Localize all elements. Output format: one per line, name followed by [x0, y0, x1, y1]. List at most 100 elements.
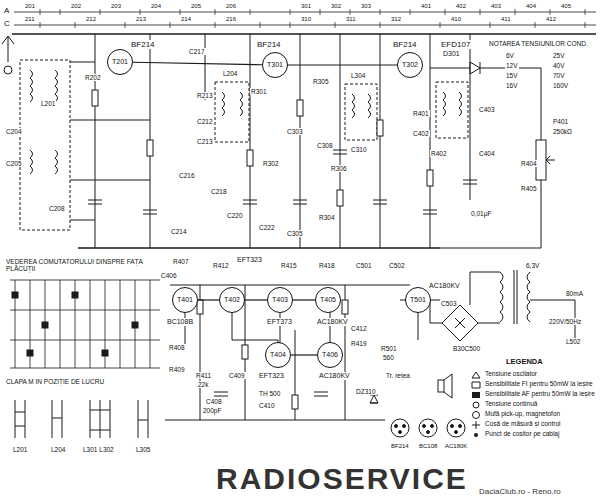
bridge-label: B30C500: [452, 345, 481, 352]
part-label: C310: [350, 146, 368, 153]
scale-number: 203: [110, 3, 122, 10]
legend-panel: Tensiune oscilatorSensibilitate FI pentr…: [470, 370, 596, 440]
scale-number: 403: [490, 3, 502, 10]
part-label: L304: [350, 72, 366, 79]
part-label: C404: [478, 150, 496, 157]
mains-note: 220V/50Hz: [548, 318, 582, 325]
scale-number: 214: [180, 16, 192, 23]
part-label: C503: [440, 300, 458, 307]
part-label: R401: [412, 110, 430, 117]
part-label: C412: [350, 325, 368, 332]
part-label: R304: [318, 214, 336, 221]
scale-number: 303: [360, 3, 372, 10]
scale-number: 312: [390, 16, 402, 23]
transistor-name: T401: [177, 296, 193, 304]
part-label: C218: [210, 188, 228, 195]
transistor-symbol: T201: [107, 49, 133, 75]
coil-label: L201: [12, 446, 28, 453]
legend-text: Mufă pick-up, magnetofon: [485, 410, 560, 417]
part-label: R409: [168, 366, 186, 373]
scale-number: 302: [330, 3, 342, 10]
part-label: C406: [160, 272, 178, 279]
part-value: 200pF: [202, 407, 222, 414]
voltage-note: 25V: [552, 52, 566, 59]
transistor-name: T403: [272, 296, 288, 304]
legend-symbol: [470, 431, 482, 439]
part-label: DZ310: [355, 388, 377, 395]
part-label: R305: [312, 78, 330, 85]
part-label: P401: [552, 118, 569, 125]
legend-symbol: [470, 411, 482, 419]
part-label: C402: [412, 130, 430, 137]
scale-number: 213: [135, 16, 147, 23]
scale-number: 202: [70, 3, 82, 10]
part-label: C220: [226, 212, 244, 219]
part-label: C502: [388, 262, 406, 269]
coil-label: L204: [50, 446, 66, 453]
part-label: R202: [84, 74, 102, 81]
wire-connector: [198, 299, 219, 300]
part-label: R301: [250, 88, 268, 95]
note-heading: NOTAREA TENSIUNILOR COND.: [488, 40, 589, 47]
transistor-type: EFT323: [236, 256, 263, 264]
key-position-note: CLAPA M IN POZIȚIE DE LUCRU: [5, 378, 117, 385]
scale-number: 205: [190, 3, 202, 10]
scale-number: 301: [300, 3, 312, 10]
part-label: R405: [520, 185, 538, 192]
scale-number: 206: [225, 3, 237, 10]
part-label: R412: [212, 262, 230, 269]
scale-number: 201: [24, 3, 36, 10]
part-label: C222: [258, 224, 276, 231]
scale-number: 405: [560, 3, 572, 10]
scale-number: 412: [545, 16, 557, 23]
part-label: C403: [478, 106, 496, 113]
part-label: R501: [380, 345, 398, 352]
part-label: R408: [168, 344, 186, 351]
part-label: C409: [228, 372, 246, 379]
part-label: C205: [5, 160, 23, 167]
transistor-type: BF214: [256, 40, 282, 49]
wire-connector: [245, 299, 267, 300]
legend-heading: LEGENDA: [505, 358, 544, 367]
transistor-name: T402: [224, 296, 240, 304]
part-label: C305: [286, 230, 304, 237]
part-label: C208: [48, 205, 66, 212]
legend-symbol: [470, 371, 482, 379]
legend-symbol: [470, 381, 482, 389]
voltage-note: 15V: [505, 72, 519, 79]
scale-number: 211: [24, 16, 36, 23]
part-label: R306: [330, 165, 348, 172]
voltage-note: 40V: [552, 62, 566, 69]
diode-type: EFD107: [440, 40, 471, 49]
pinout-label: AC180K: [444, 443, 468, 450]
wire-connector: [293, 299, 315, 300]
part-label: R302: [262, 160, 280, 167]
voltage-note: 6V: [505, 52, 515, 59]
scale-number: 411: [500, 16, 512, 23]
coil-label: L305: [135, 446, 151, 453]
legend-row: Tensiune continuă: [470, 400, 596, 409]
legend-row: Sensibilitate AF pentru 50mW la ieșire: [470, 390, 596, 399]
pinout-label: BC108: [418, 443, 438, 450]
part-label: C303: [286, 128, 304, 135]
transistor-type: EFT323: [258, 372, 285, 380]
transistor-symbol: T302: [397, 52, 423, 78]
scale-number: 404: [525, 3, 537, 10]
transistor-type: EFT373: [266, 318, 293, 326]
legend-row: Cosă de măsură și control: [470, 420, 596, 429]
scale-number: 204: [150, 3, 162, 10]
legend-symbol: [470, 421, 482, 429]
scale-number: 402: [455, 3, 467, 10]
wire-connector: [291, 354, 317, 355]
voltage-note: 70V: [552, 72, 566, 79]
scale-number: 410: [450, 16, 462, 23]
part-label: R213: [196, 92, 214, 99]
part-label: C213: [196, 138, 214, 145]
scale-number: 212: [85, 16, 97, 23]
transistor-name: T404: [270, 351, 286, 359]
part-label: R418: [318, 262, 336, 269]
part-label: C204: [5, 128, 23, 135]
transistor-symbol: T404: [265, 342, 291, 368]
part-label: L201: [40, 100, 56, 107]
terminal-letter: A: [3, 6, 10, 15]
